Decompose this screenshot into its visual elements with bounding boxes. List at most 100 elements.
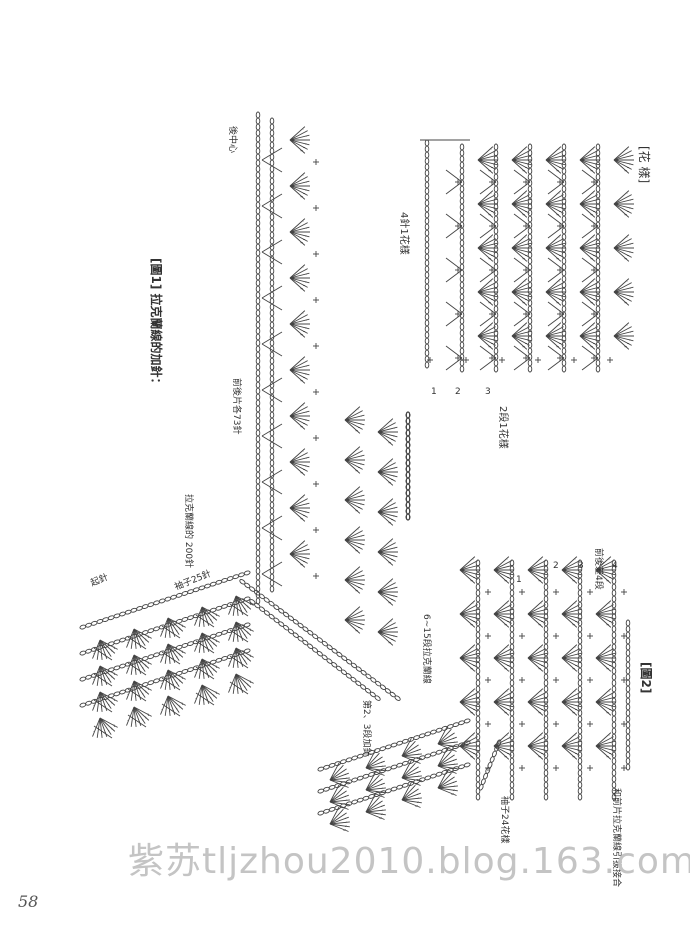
chain-stitch: [509, 679, 515, 687]
chain-stitch: [527, 305, 533, 313]
shell-stitch: [595, 732, 616, 760]
front-back-73-label: 前後片各73針: [231, 378, 243, 434]
chain-stitch: [269, 405, 275, 413]
chain-stitch: [493, 197, 499, 205]
chain-stitch: [527, 299, 533, 307]
chain-stitch: [595, 203, 601, 211]
chain-stitch: [269, 201, 275, 209]
chain-stitch: [269, 387, 275, 395]
chain-stitch: [255, 159, 261, 167]
chain-stitch: [475, 667, 481, 675]
stitch-line: [513, 169, 531, 183]
chain-stitch: [595, 275, 601, 283]
chain-stitch: [475, 721, 481, 729]
chain-stitch: [424, 307, 430, 315]
stitch-line: [229, 603, 249, 617]
chain-stitch: [405, 459, 411, 467]
chain-stitch: [424, 241, 430, 249]
chain-stitch: [561, 233, 567, 241]
chain-stitch: [625, 727, 631, 735]
chain-stitch: [424, 193, 430, 201]
chain-stitch: [255, 477, 261, 485]
chain-stitch: [255, 375, 261, 383]
chain-stitch: [405, 495, 411, 503]
join-label: 和前片拉克蘭線引拔接合: [611, 788, 623, 887]
chain-stitch: [509, 673, 515, 681]
chain-stitch: [255, 525, 261, 533]
chain-stitch: [625, 751, 631, 759]
shell-stitch: [561, 600, 582, 628]
chain-stitch: [561, 365, 567, 373]
chain-stitch: [611, 583, 617, 591]
chain-stitch: [424, 229, 430, 237]
chain-stitch: [595, 245, 601, 253]
front-back-diff-label: 前後差4段: [593, 548, 605, 590]
chain-stitch: [509, 769, 515, 777]
chain-stitch: [577, 637, 583, 645]
shell-stitch: [160, 669, 186, 690]
chain-stitch: [527, 275, 533, 283]
chain-stitch: [611, 727, 617, 735]
chain-stitch: [595, 335, 601, 343]
shell-stitch: [194, 606, 220, 627]
chain-stitch: [269, 225, 275, 233]
chain-stitch: [255, 399, 261, 407]
stitch-line: [479, 181, 497, 195]
chain-stitch: [509, 565, 515, 573]
stitch-line: [513, 313, 531, 327]
chain-stitch: [493, 275, 499, 283]
shell-stitch: [527, 644, 548, 672]
stitch-line: [229, 655, 249, 669]
chain-stitch: [255, 393, 261, 401]
chain-stitch: [595, 287, 601, 295]
chain-stitch: [509, 637, 515, 645]
chain-stitch: [255, 417, 261, 425]
chain-stitch: [496, 739, 502, 747]
stitch-line: [547, 225, 565, 239]
chain-stitch: [527, 287, 533, 295]
chain-stitch: [577, 721, 583, 729]
chain-stitch: [269, 513, 275, 521]
chain-stitch: [269, 375, 275, 383]
shell-stitch: [437, 770, 458, 796]
chain-stitch: [561, 197, 567, 205]
chain-stitch: [255, 177, 261, 185]
chain-stitch: [527, 197, 533, 205]
stitch-line: [479, 313, 497, 327]
chain-stitch: [475, 673, 481, 681]
stitch-line: [581, 213, 599, 227]
stitch-line: [581, 181, 599, 195]
chain-stitch: [475, 679, 481, 687]
shell-stitch: [365, 750, 386, 776]
chain-stitch: [459, 197, 465, 205]
chain-stitch: [255, 537, 261, 545]
chain-stitch: [625, 715, 631, 723]
chain-stitch: [493, 233, 499, 241]
chain-stitch: [527, 335, 533, 343]
stitch-line: [547, 301, 565, 315]
shell-stitch: [527, 556, 548, 584]
stitch-line: [445, 313, 463, 327]
stitch-line: [261, 515, 283, 529]
chain-stitch: [424, 301, 430, 309]
chain-stitch: [577, 673, 583, 681]
chain-stitch: [424, 343, 430, 351]
chain-stitch: [255, 555, 261, 563]
chain-stitch: [595, 173, 601, 181]
chain-stitch: [577, 685, 583, 693]
chain-stitch: [475, 727, 481, 735]
chain-stitch: [269, 273, 275, 281]
shell-stitch: [377, 418, 398, 446]
chain-stitch: [611, 757, 617, 765]
chain-stitch: [269, 507, 275, 515]
chain-stitch: [255, 207, 261, 215]
stitch-line: [513, 181, 531, 195]
chain-stitch: [577, 763, 583, 771]
stitch-line: [547, 345, 565, 359]
chain-stitch: [595, 365, 601, 373]
chain-stitch: [595, 155, 601, 163]
chain-stitch: [255, 225, 261, 233]
stitch-line: [581, 169, 599, 183]
chain-stitch: [459, 167, 465, 175]
